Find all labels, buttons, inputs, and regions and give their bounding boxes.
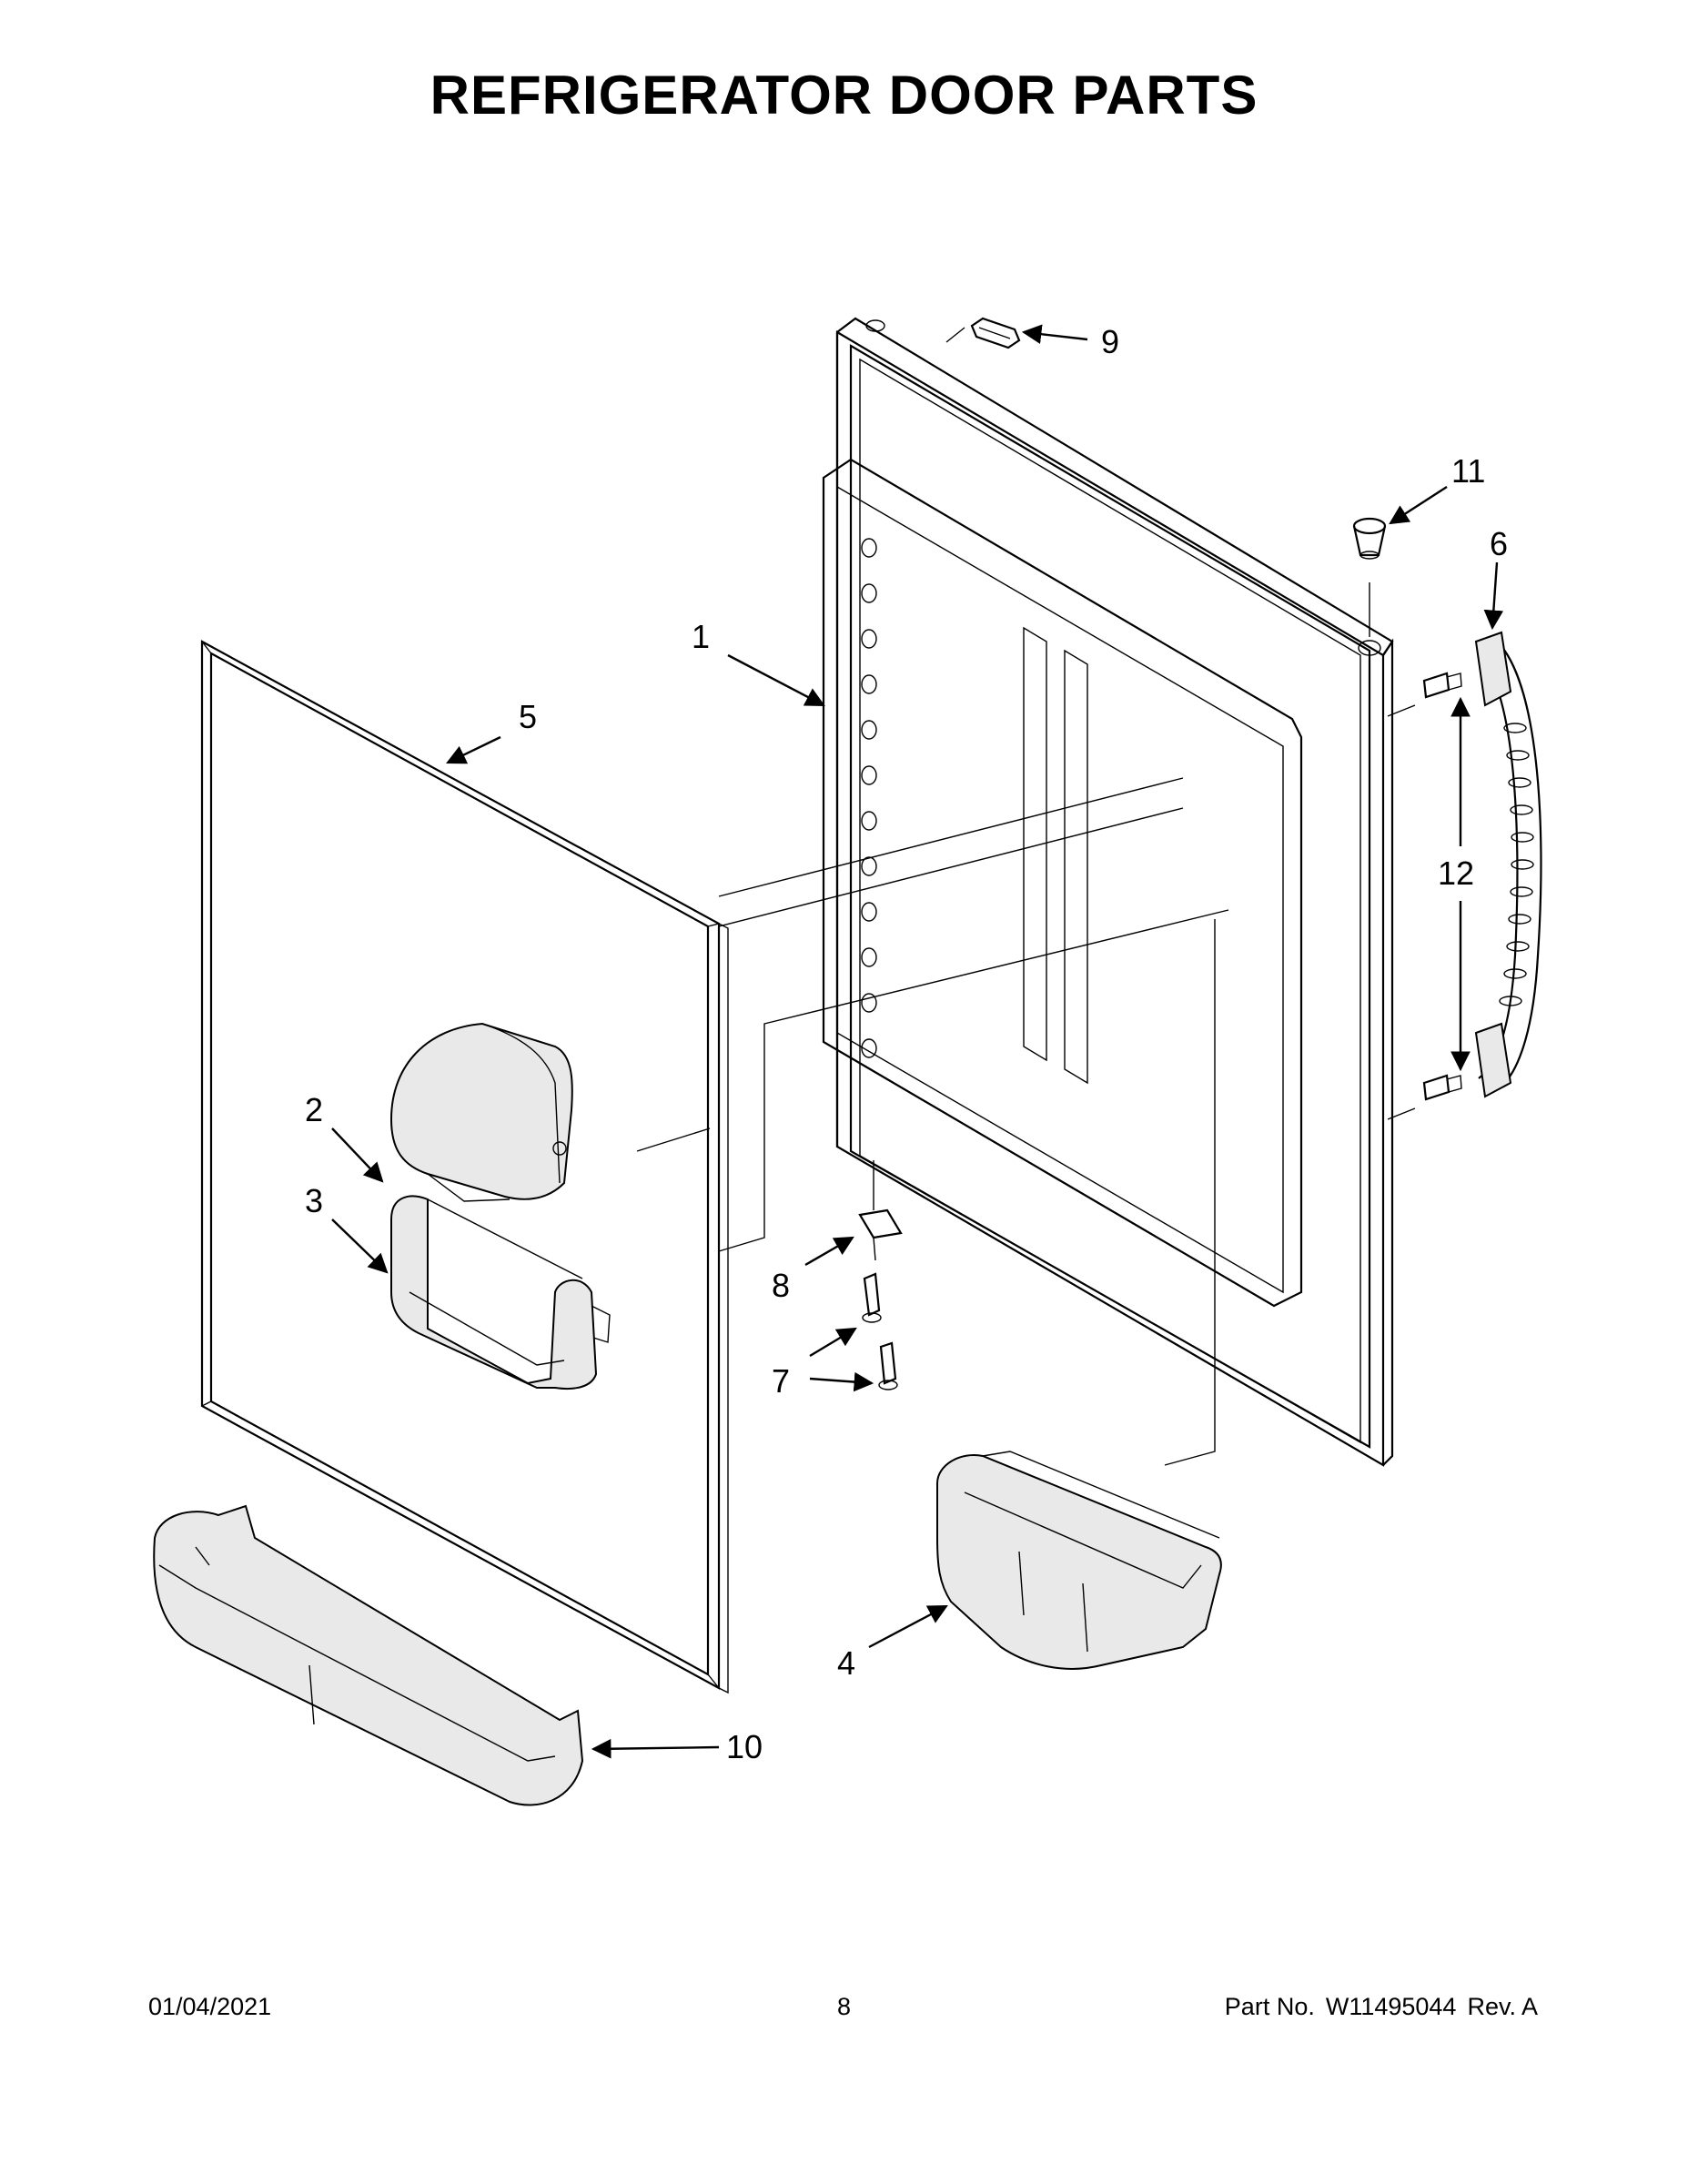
arrow-2 bbox=[331, 1127, 384, 1183]
hinge-gasket-part-9 bbox=[970, 317, 1021, 349]
door-handle-part-6 bbox=[1474, 631, 1542, 1098]
arrow-11 bbox=[1389, 485, 1448, 525]
footer-page-number: 8 bbox=[836, 1993, 852, 2020]
callout-labels: 1 2 3 4 5 6 7 8 9 10 11 12 bbox=[305, 323, 1508, 1765]
door-liner-part-1 bbox=[822, 317, 1394, 1467]
arrow-10 bbox=[591, 1738, 720, 1759]
arrow-3 bbox=[331, 1218, 389, 1274]
arrow-7a bbox=[809, 1327, 857, 1358]
footer-part-label: Part No. bbox=[1224, 1993, 1315, 2020]
bottom-shelf-part-10 bbox=[153, 1504, 584, 1806]
callout-arrows bbox=[331, 324, 1504, 1759]
page-title: REFRIGERATOR DOOR PARTS bbox=[430, 65, 1258, 126]
arrow-4 bbox=[868, 1604, 948, 1649]
callout-7: 7 bbox=[772, 1362, 790, 1400]
plug-part-11 bbox=[1352, 517, 1387, 560]
callout-10: 10 bbox=[726, 1728, 763, 1765]
dispenser-cover-part-2 bbox=[389, 1022, 573, 1202]
liner-rib-holes bbox=[861, 538, 877, 1058]
callout-8: 8 bbox=[772, 1267, 790, 1304]
arrow-6 bbox=[1483, 561, 1504, 631]
callout-3: 3 bbox=[305, 1182, 323, 1219]
arrow-1 bbox=[727, 653, 825, 707]
dispenser-bin-part-3 bbox=[390, 1195, 611, 1390]
clip-part-8 bbox=[858, 1208, 903, 1261]
callout-1: 1 bbox=[692, 618, 710, 655]
callout-4: 4 bbox=[837, 1644, 855, 1682]
callout-9: 9 bbox=[1101, 323, 1119, 360]
callout-6: 6 bbox=[1490, 525, 1508, 562]
assembly-lines bbox=[636, 327, 1416, 1466]
footer-date: 01/04/2021 bbox=[148, 1993, 272, 2020]
arrow-8 bbox=[804, 1236, 854, 1267]
callout-12: 12 bbox=[1438, 854, 1474, 892]
footer-revision: Rev. A bbox=[1467, 1993, 1538, 2020]
footer-part-info: Part No. W11495044 Rev. A bbox=[1214, 1993, 1538, 2021]
callout-11: 11 bbox=[1451, 452, 1485, 490]
handle-screws-part-12 bbox=[1422, 672, 1462, 1101]
arrow-5 bbox=[446, 735, 501, 764]
callout-5: 5 bbox=[519, 698, 537, 735]
arrow-9 bbox=[1021, 324, 1088, 344]
callout-2: 2 bbox=[305, 1091, 323, 1128]
door-bin-part-4 bbox=[936, 1451, 1222, 1670]
door-panel-part-5 bbox=[200, 640, 729, 1694]
arrow-7b bbox=[809, 1371, 874, 1392]
footer-part-number: W11495044 bbox=[1325, 1993, 1457, 2020]
screws-part-7 bbox=[862, 1272, 898, 1390]
handle-grip-ribs bbox=[1499, 723, 1534, 1006]
